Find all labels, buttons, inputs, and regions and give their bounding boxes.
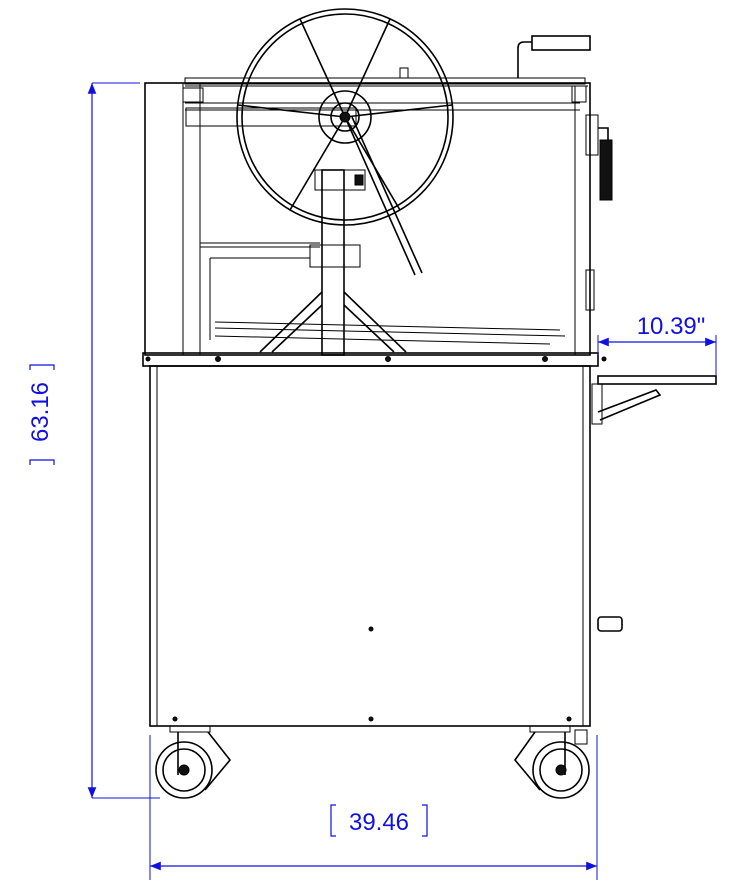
- lower-cabinet: [149, 365, 717, 727]
- height-dimension: 63.16: [27, 82, 160, 799]
- side-shelf-dimension: 10.39": [597, 313, 717, 376]
- right-caster: [513, 725, 590, 799]
- left-caster: [155, 725, 232, 799]
- reel-wheel: [236, 8, 454, 276]
- height-dimension-label: 63.16: [27, 382, 54, 442]
- machine-body: [142, 8, 717, 799]
- center-stand: [259, 169, 407, 356]
- upper-housing: [144, 35, 613, 356]
- width-dimension-label: 39.46: [349, 809, 409, 836]
- side-shelf-dimension-label: 10.39": [637, 313, 706, 340]
- width-dimension: 39.46: [149, 735, 598, 880]
